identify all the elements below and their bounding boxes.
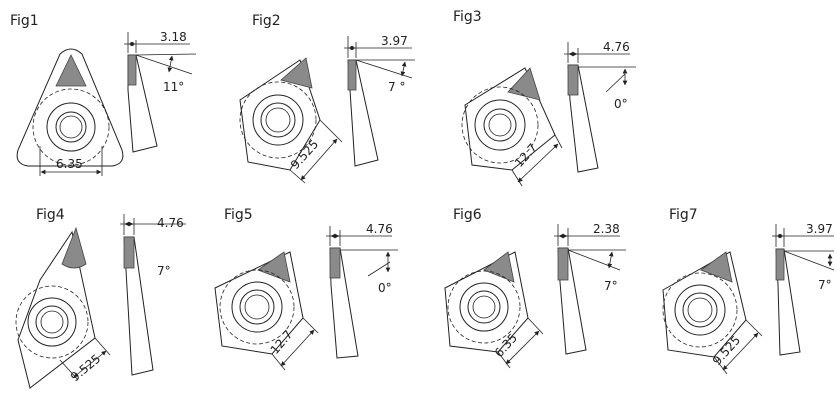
figure-1-thickness-label: 3.18 [160,30,187,44]
figure-3-insert-section-icon [567,64,579,96]
figure-5-side-view: 4.76 0° [326,222,398,359]
figure-5-insert-top-view: 12.7 [214,251,319,371]
figure-7: Fig7 9.525 3.97 7° [662,207,835,375]
figure-1-size-label: 6.35 [56,157,83,171]
figure-2-insert-top-view: 9.525 [239,57,343,184]
figure-7-side-view: 3.97 7° [772,222,835,356]
figure-1-insert-section-icon [127,54,137,86]
figure-7-cutting-tip-icon [700,251,733,283]
figure-3-side-view: 4.76 0° [564,40,636,173]
figure-4-angle-label: 7° [157,264,171,278]
figure-2-angle-label: 7 ° [388,80,405,94]
figure-6-thickness-label: 2.38 [593,222,620,236]
figure-4-insert-top-view: 9.525 [15,226,111,389]
figure-3-title: Fig3 [453,9,482,25]
figure-5-angle-label: 0° [378,281,392,295]
figure-1-side-view: 3.18 11° [124,30,197,153]
figure-4-size-label: 9.525 [68,351,103,384]
figure-6-title: Fig6 [453,207,482,223]
figure-2-size-label: 9.525 [288,137,321,172]
figure-7-insert-section-icon [775,248,785,281]
figure-7-thickness-label: 3.97 [806,222,833,236]
figure-5-insert-section-icon [329,247,341,279]
figure-4: Fig4 9.525 4.76 7° [15,207,186,389]
figure-6: Fig6 6.35 2.38 7° [444,207,626,369]
figure-4-thickness-label: 4.76 [157,216,184,230]
figure-7-title: Fig7 [669,207,698,223]
figure-7-insert-top-view: 9.525 [662,251,763,375]
figure-5-cutting-tip-icon [257,251,291,283]
figure-6-side-view: 2.38 7° [554,222,626,355]
figure-5: Fig5 12.7 4.76 0° [214,207,398,371]
figure-3-size-label: 12.7 [512,141,540,170]
figure-5-title: Fig5 [224,207,253,223]
figure-6-insert-top-view: 6.35 [444,251,544,369]
figure-7-size-label: 9.525 [710,333,743,368]
figure-3-insert-top-view: 12.7 [461,67,563,187]
figure-1-title: Fig1 [10,13,39,29]
figure-3-angle-label: 0° [614,97,628,111]
figure-2-insert-section-icon [347,59,357,91]
figure-3-thickness-label: 4.76 [603,40,630,54]
figure-2-thickness-label: 3.97 [381,34,408,48]
figure-2-side-view: 3.97 7 ° [344,34,415,167]
figure-4-title: Fig4 [36,207,65,223]
figure-6-cutting-tip-icon [483,251,515,283]
figure-4-cutting-tip-icon [61,226,87,269]
figure-6-size-label: 6.35 [492,331,520,360]
figure-3: Fig3 12.7 4.76 0° [453,9,636,187]
figure-6-angle-label: 7° [604,279,618,293]
figure-4-insert-section-icon [123,236,135,269]
figure-7-angle-label: 7° [818,278,832,292]
figure-1: Fig1 6.35 3.18 11° [10,13,197,176]
figure-2: Fig2 9.525 3.97 7 ° [239,13,415,184]
figure-4-side-view: 4.76 7° [120,214,186,376]
figure-6-insert-section-icon [557,247,569,281]
figure-2-title: Fig2 [252,13,281,29]
figure-1-cutting-tip-icon [55,54,87,87]
figure-1-insert-top-view: 6.35 [16,48,124,176]
figure-2-cutting-tip-icon [280,57,313,89]
figure-1-angle-label: 11° [163,80,184,94]
figure-5-thickness-label: 4.76 [366,222,393,236]
